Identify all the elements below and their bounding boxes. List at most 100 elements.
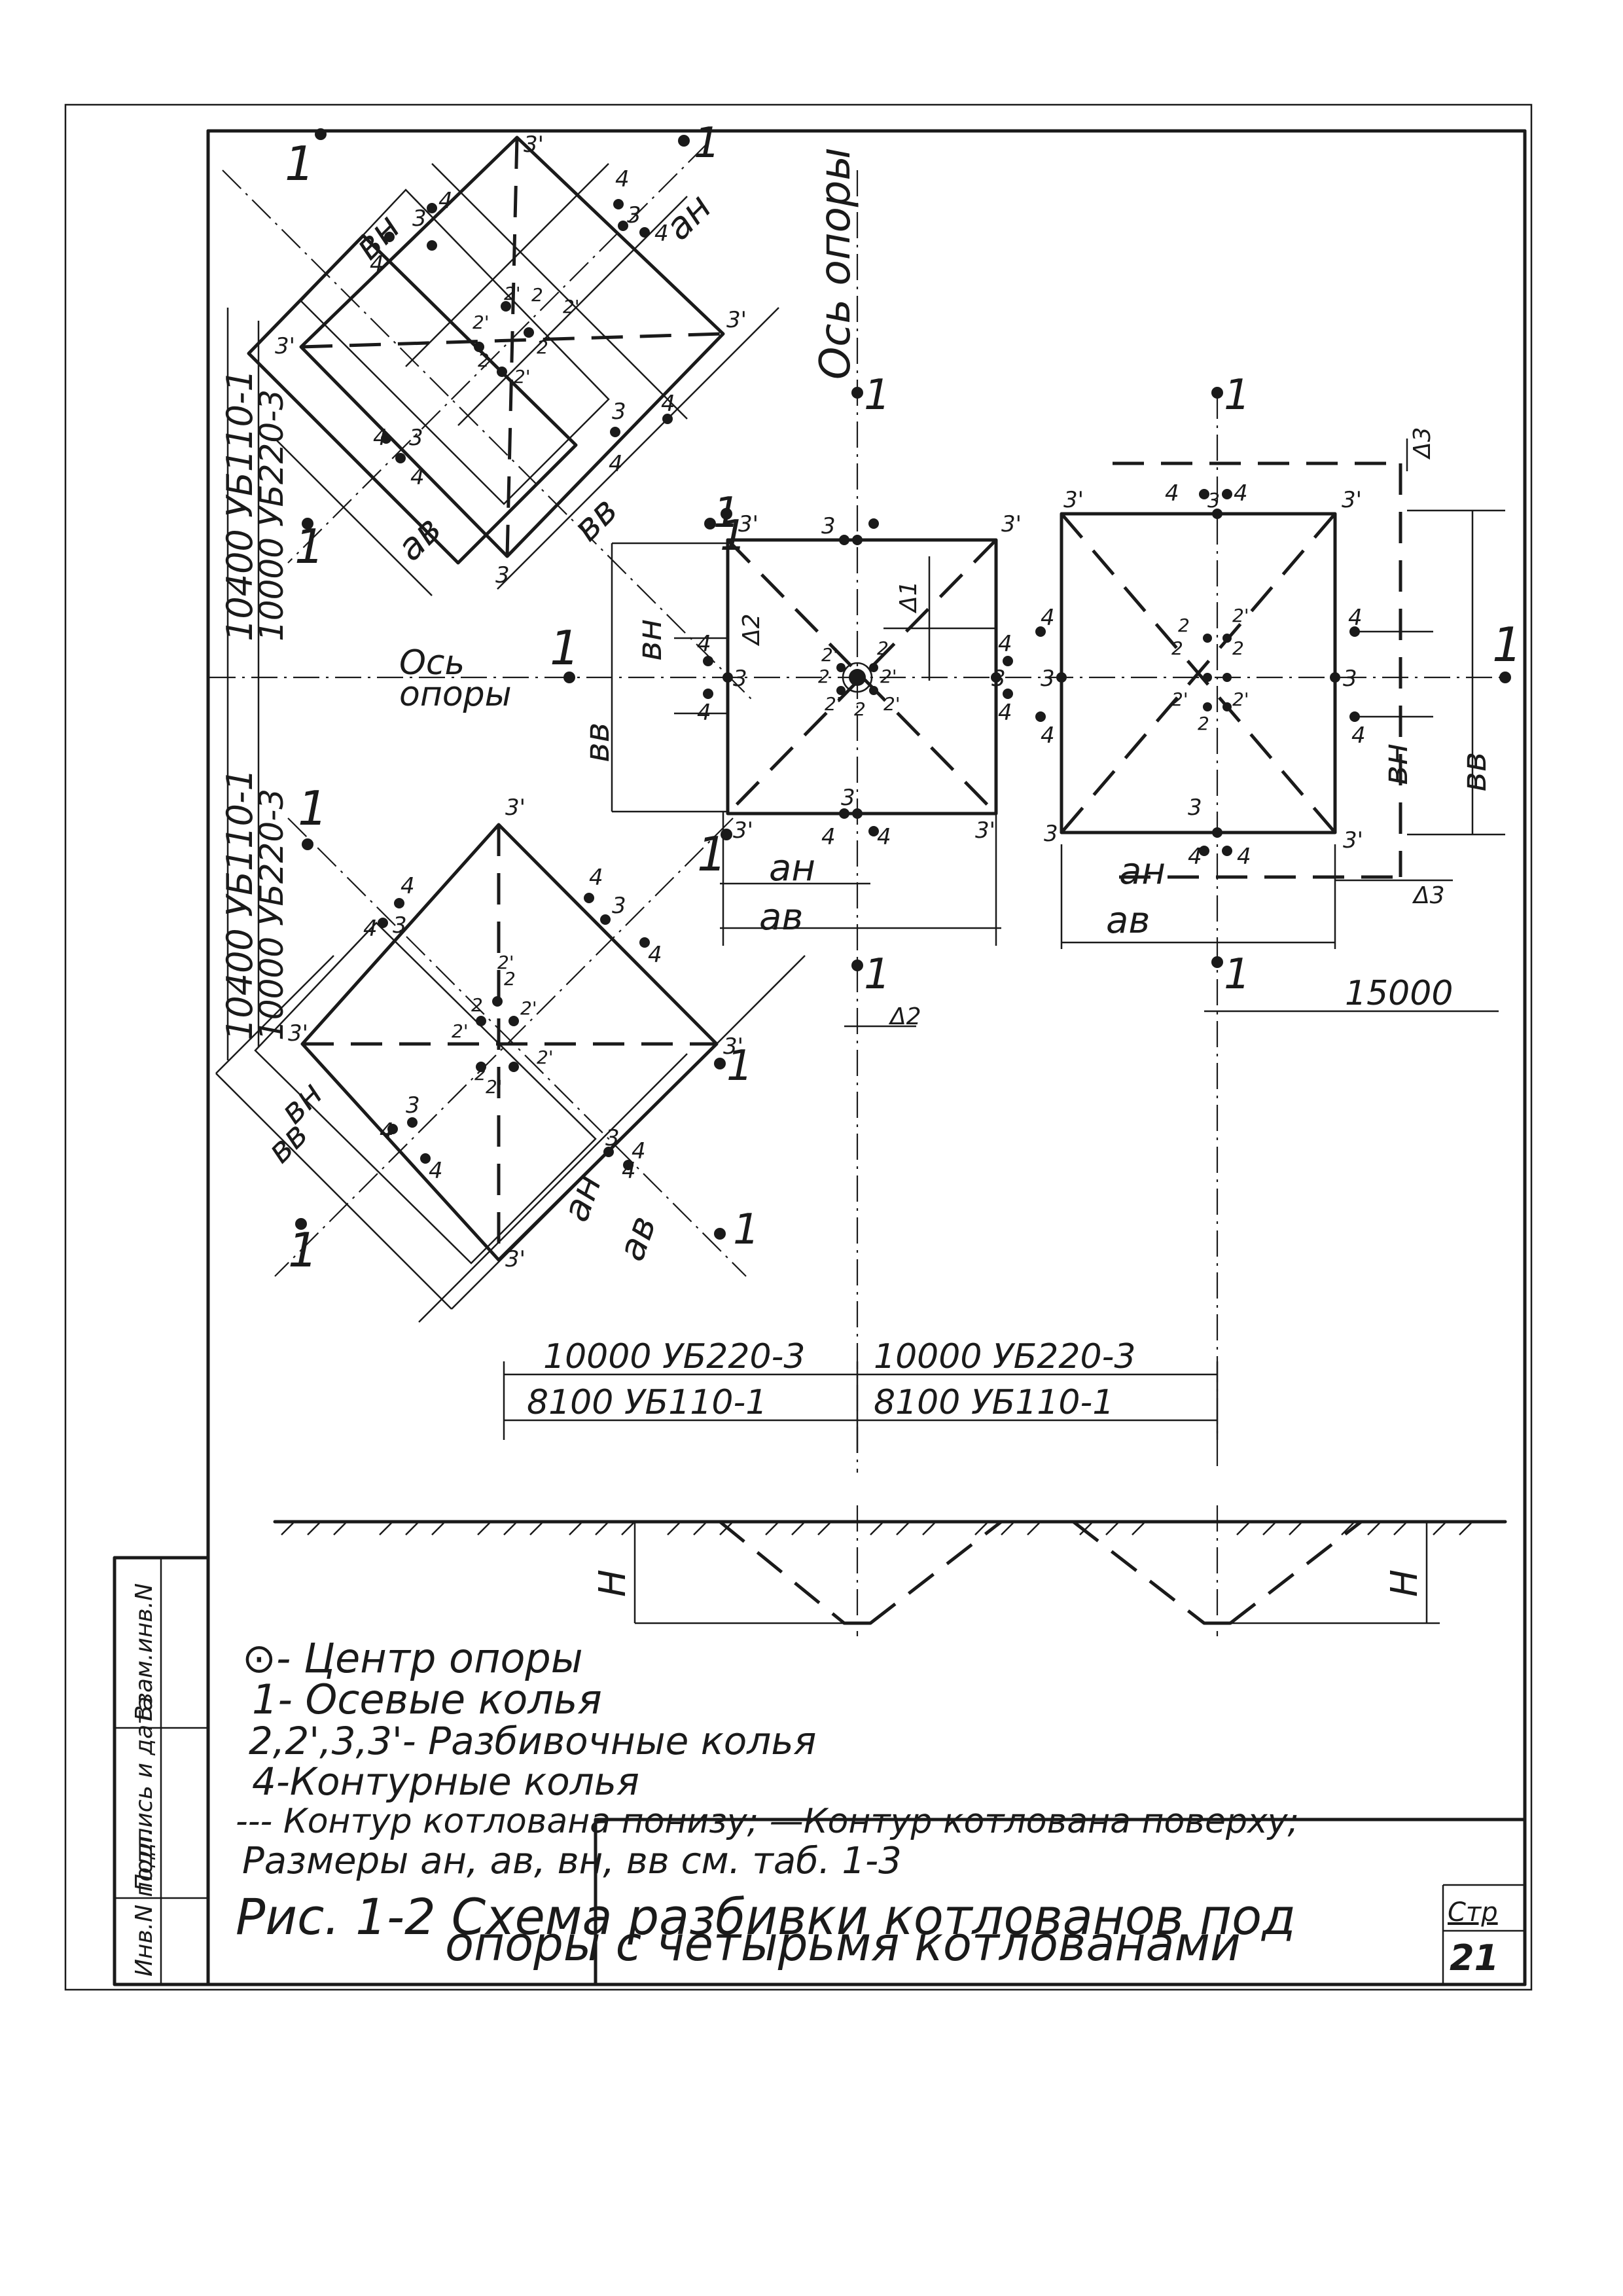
dim-top-left-1: 10400 УБ110-1	[219, 369, 260, 641]
stake-1	[721, 829, 732, 840]
svg-text:3': 3'	[738, 511, 758, 537]
svg-text:2: 2	[474, 1063, 486, 1085]
svg-text:3': 3'	[288, 1020, 308, 1047]
svg-text:2': 2'	[497, 952, 514, 973]
label-delta2-bottom: Δ2	[888, 1003, 921, 1030]
svg-text:2: 2	[471, 994, 483, 1016]
stake-1	[1499, 672, 1511, 683]
svg-text:4: 4	[429, 1158, 443, 1184]
svg-text:1: 1	[864, 371, 891, 420]
svg-text:3: 3	[612, 893, 626, 919]
axis-label-vertical: Ось опоры	[812, 147, 860, 380]
label-bn-center: вн	[630, 619, 669, 661]
svg-text:4: 4	[622, 1158, 636, 1184]
svg-text:2: 2	[531, 284, 543, 306]
svg-text:4: 4	[1165, 480, 1179, 507]
svg-text:3: 3	[733, 666, 747, 692]
label-delta3-top: Δ3	[1409, 427, 1436, 460]
svg-text:3: 3	[612, 399, 626, 425]
svg-text:4: 4	[363, 916, 378, 942]
legend-pit-contours: --- Контур котлована понизу; —Контур кот…	[236, 1802, 1299, 1841]
svg-text:4: 4	[998, 631, 1012, 657]
svg-text:1: 1	[733, 1206, 760, 1254]
stake-1	[851, 960, 863, 971]
svg-text:4: 4	[654, 221, 669, 247]
svg-text:1: 1	[550, 620, 580, 675]
label-av-right: ав	[1106, 899, 1150, 942]
svg-text:4: 4	[1234, 480, 1248, 507]
svg-text:4: 4	[877, 824, 891, 850]
svg-text:2': 2'	[1232, 689, 1249, 710]
svg-text:3: 3	[495, 562, 510, 588]
svg-text:4: 4	[373, 425, 387, 451]
svg-text:2': 2'	[514, 366, 531, 387]
pit-center-points: 1 1 1 1 1 3' 3' 3' 3' 3 3 4 4 3 4 4 3 4 …	[550, 371, 1022, 1030]
stake-1	[1211, 956, 1223, 968]
label-av-center: ав	[759, 896, 803, 939]
dim-15000: 15000	[1345, 974, 1453, 1013]
axis-diag-bottom-1	[287, 817, 747, 1277]
svg-text:3: 3	[1041, 666, 1055, 692]
svg-text:4: 4	[1041, 605, 1055, 631]
dim-bottom-left-2: 10000 УБ220-3	[253, 789, 291, 1041]
svg-text:2: 2	[1232, 637, 1244, 659]
svg-text:2': 2'	[452, 1020, 469, 1042]
page-number: 21	[1450, 1937, 1499, 1979]
svg-text:2: 2	[818, 666, 830, 687]
svg-text:4: 4	[661, 391, 675, 417]
svg-text:4: 4	[615, 166, 630, 192]
svg-text:2': 2'	[473, 312, 490, 333]
stamp-vzam: Взам.инв.N	[131, 1583, 158, 1721]
svg-text:3': 3'	[726, 307, 747, 333]
dim-left-ub220: 10000 УБ220-3	[543, 1337, 805, 1376]
svg-text:1: 1	[726, 1042, 753, 1090]
label-H-right: Н	[1383, 1570, 1426, 1597]
stake-1	[704, 518, 716, 529]
svg-text:1: 1	[697, 827, 727, 882]
stake-1	[851, 387, 863, 399]
svg-text:2: 2	[537, 336, 548, 358]
svg-text:4: 4	[821, 824, 836, 850]
svg-text:4: 4	[1041, 723, 1055, 749]
svg-text:2: 2	[1198, 713, 1209, 734]
svg-text:3: 3	[409, 425, 423, 451]
axis-label-horizontal-1: Ось	[399, 643, 465, 683]
svg-text:4: 4	[697, 631, 711, 657]
label-an-right: ан	[1119, 850, 1166, 893]
svg-text:2': 2'	[825, 693, 842, 715]
page-label: Стр	[1448, 1897, 1498, 1928]
axis-diag-top-2	[287, 143, 707, 564]
svg-text:3': 3'	[505, 1246, 526, 1272]
svg-text:3: 3	[627, 202, 641, 228]
stake-1	[302, 838, 313, 850]
svg-text:1: 1	[694, 119, 721, 168]
svg-text:2': 2'	[821, 644, 838, 666]
svg-text:3: 3	[991, 666, 1006, 692]
label-H-left: Н	[592, 1570, 634, 1597]
svg-text:1: 1	[1492, 617, 1522, 672]
label-a-top: ав	[389, 508, 450, 569]
stake-1	[714, 1228, 726, 1240]
dim-right-ub110: 8100 УБ110-1	[874, 1383, 1114, 1422]
svg-text:3': 3'	[1044, 821, 1064, 847]
stake-1	[295, 1218, 307, 1230]
svg-text:1: 1	[294, 519, 325, 574]
bottom-dimensions: 10000 УБ220-3 10000 УБ220-3 8100 УБ110-1…	[503, 1337, 1219, 1453]
svg-text:1: 1	[298, 781, 328, 836]
stamp-podpis: Подпись и дата	[131, 1696, 158, 1892]
figure-caption: Рис. 1-2 Схема разбивки котлованов под о…	[236, 1888, 1296, 1971]
svg-text:2': 2'	[1232, 605, 1249, 626]
svg-text:1: 1	[285, 136, 315, 191]
pit-bottom-left-points: 1 1 1 1 3' 3' 3' 3' 4 4 3 4 3 4 2' 2 2 2…	[260, 781, 760, 1278]
svg-text:3': 3'	[275, 333, 295, 359]
svg-text:4: 4	[438, 188, 453, 214]
svg-text:1: 1	[864, 950, 891, 999]
caption-line-1: Рис. 1-2 Схема разбивки котлованов под	[236, 1888, 1296, 1946]
svg-text:3: 3	[412, 206, 427, 232]
dim-right-ub220: 10000 УБ220-3	[874, 1337, 1135, 1376]
dim-bottom-left-1: 10400 УБ110-1	[219, 768, 260, 1041]
svg-text:4: 4	[380, 1119, 394, 1145]
svg-text:4: 4	[1348, 605, 1363, 631]
dim-top-left-2: 10000 УБ220-3	[253, 389, 291, 641]
